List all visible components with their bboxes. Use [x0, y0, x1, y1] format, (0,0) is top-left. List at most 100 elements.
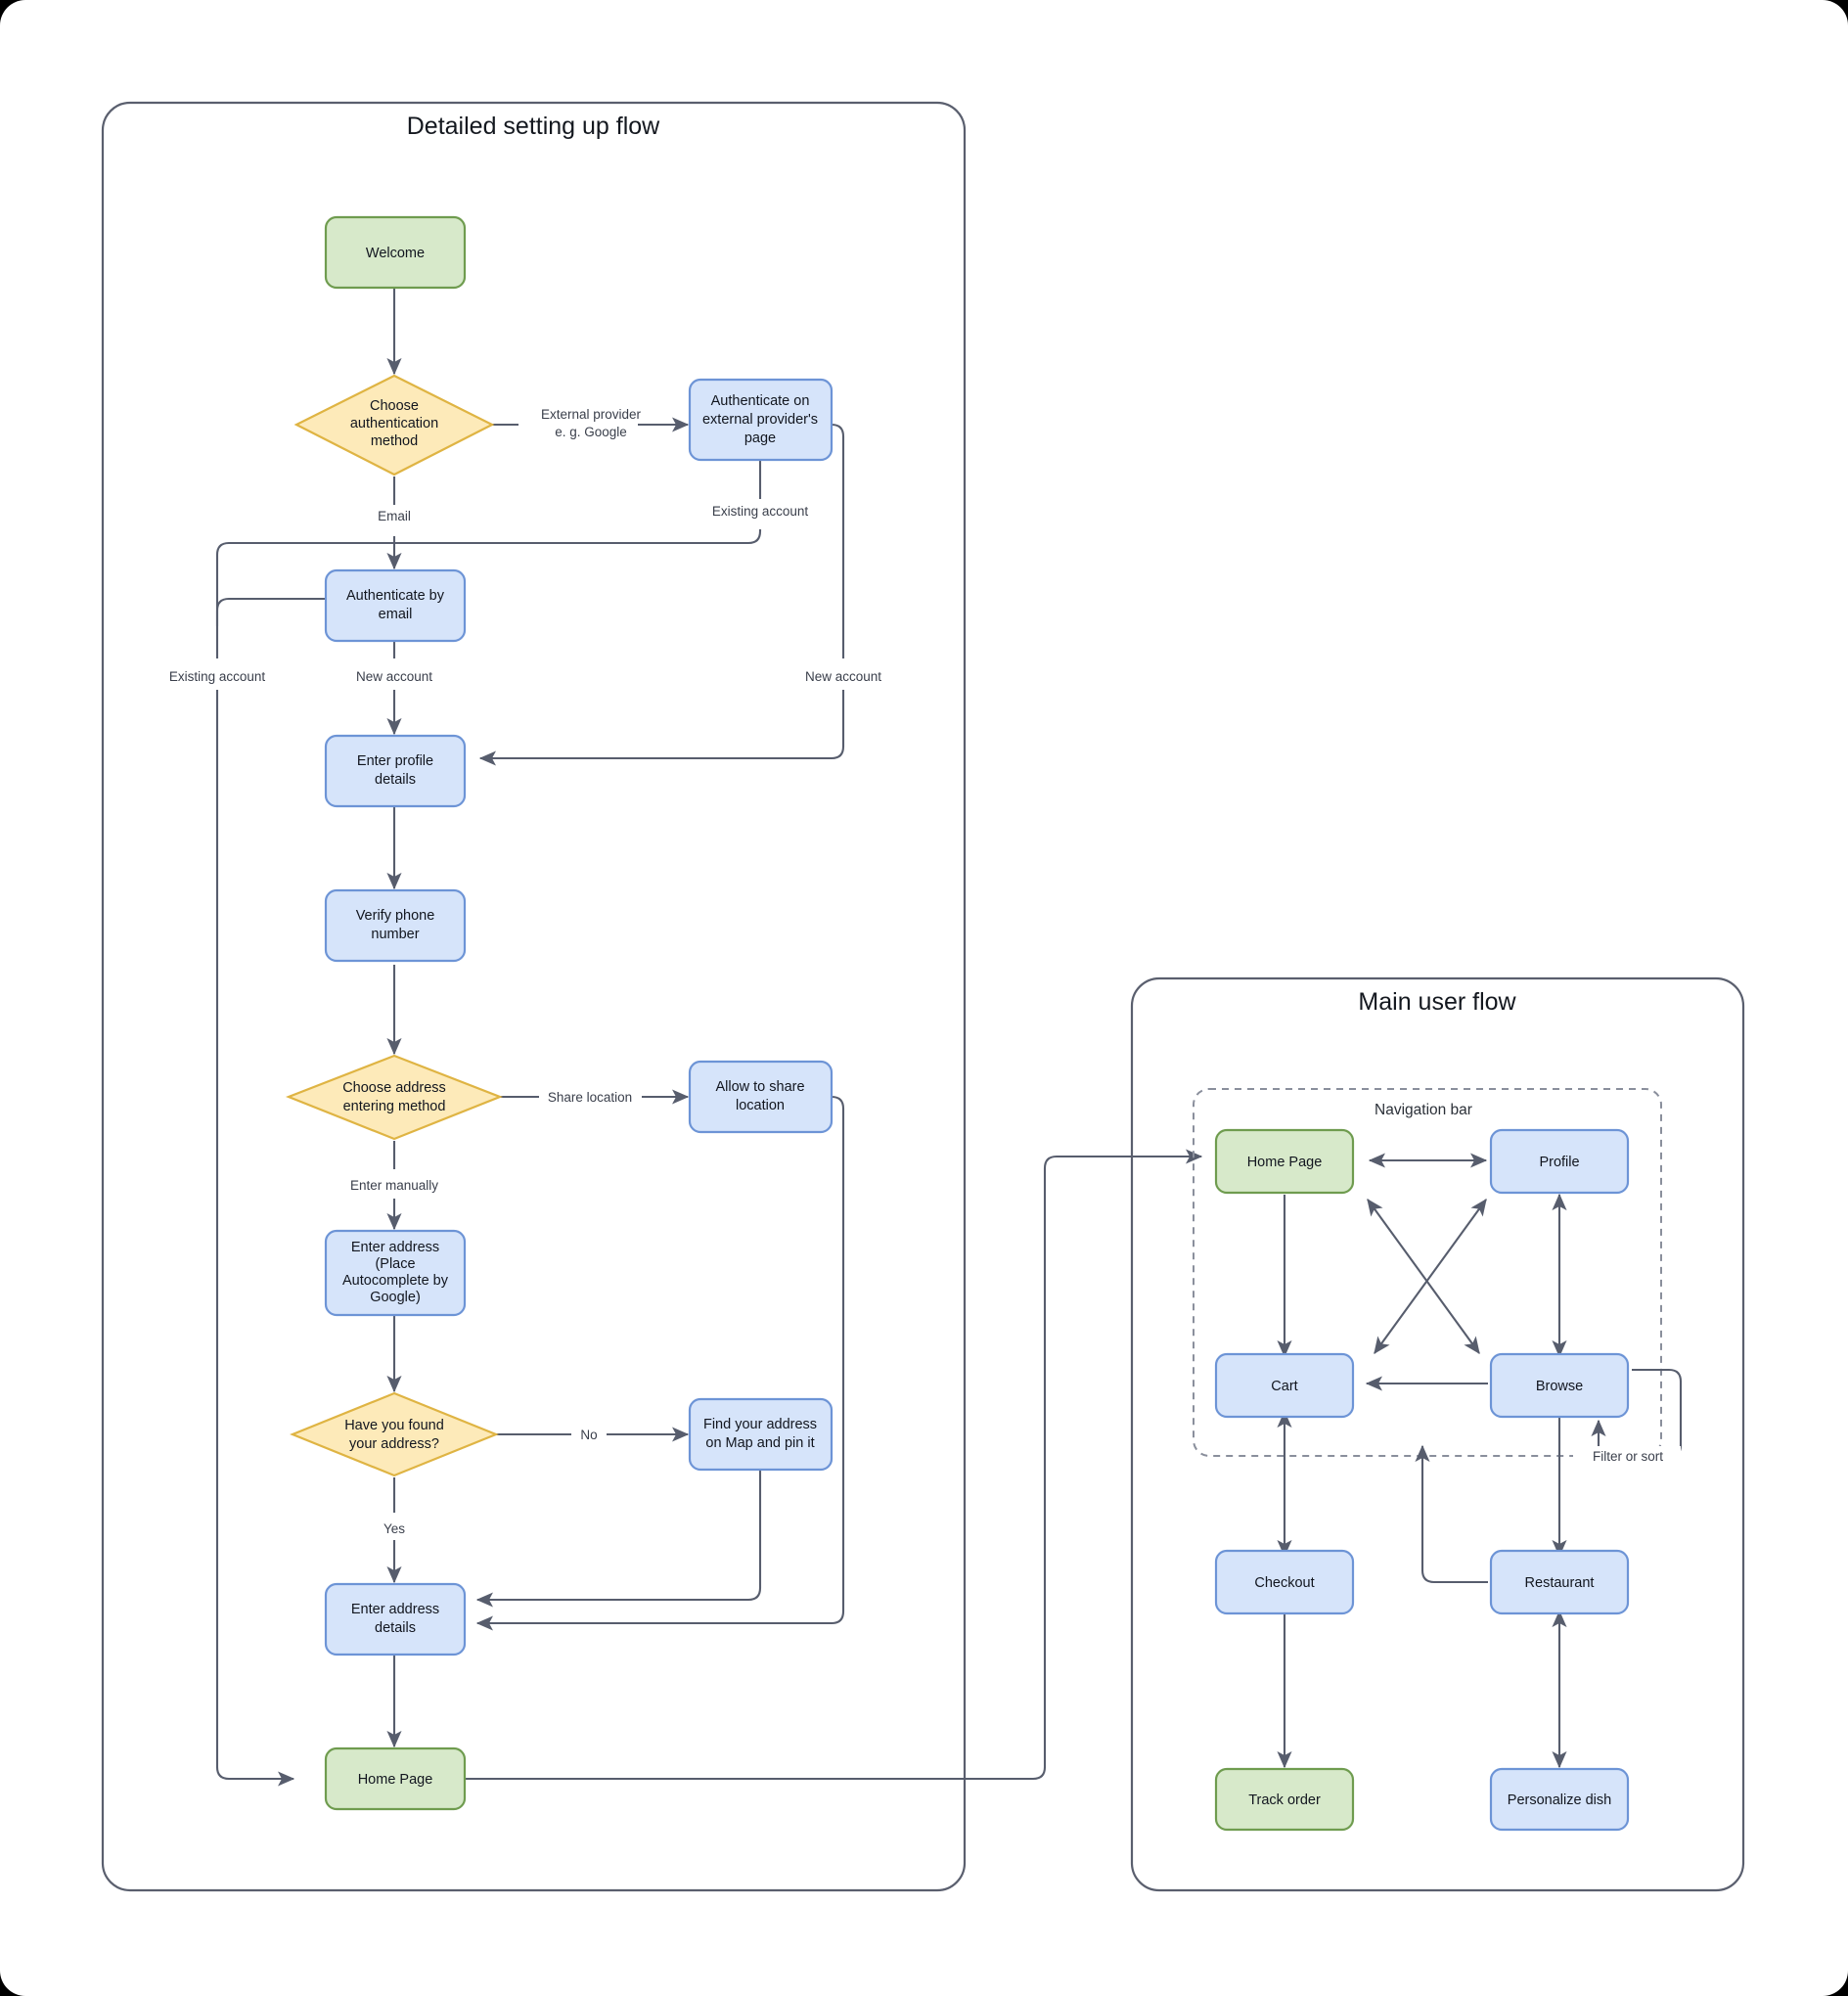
node-main-home-page-shape	[1214, 1128, 1355, 1195]
node-track-order[interactable]: Track order	[1214, 1767, 1355, 1832]
svg-text:External provider: External provider	[541, 407, 642, 422]
node-authenticate-by-email[interactable]: Authenticate by email	[324, 568, 467, 643]
node-browse[interactable]: Browse	[1489, 1352, 1630, 1419]
node-have-you-found-your-address[interactable]: Have you found your address?	[290, 1391, 499, 1477]
node-enter-addr-line1: Enter address	[351, 1240, 439, 1255]
group-navigation-bar-title: Navigation bar	[1375, 1102, 1472, 1118]
node-enter-address-autocomplete[interactable]: Enter address (Place Autocomplete by Goo…	[324, 1229, 467, 1317]
edge-setup-home-to-main-home	[466, 1149, 1203, 1781]
edge-label-external-provider: External provider e. g. Google	[541, 407, 642, 439]
node-verify-phone-shape	[324, 888, 467, 963]
node-authenticate-external-shape	[688, 378, 834, 462]
panel-main-user-flow-title: Main user flow	[1358, 988, 1516, 1016]
node-welcome-label: Welcome	[366, 246, 425, 261]
node-welcome-shape	[324, 215, 467, 290]
edge-label-new-account-external: New account	[805, 669, 881, 684]
node-profile[interactable]: Profile	[1489, 1128, 1630, 1195]
edge-auth-external-new-account	[480, 423, 845, 758]
node-choose-address-shape	[285, 1054, 504, 1141]
node-enter-profile-details[interactable]: Enter profile details	[324, 734, 467, 808]
node-auth-ext-line2: external provider's	[702, 412, 818, 428]
node-personalize-dish-label: Personalize dish	[1508, 1792, 1611, 1808]
node-personalize-dish[interactable]: Personalize dish	[1489, 1767, 1630, 1832]
node-enter-addr-line2: (Place	[375, 1256, 415, 1272]
node-share-loc-line1: Allow to share	[715, 1079, 804, 1095]
edge-restaurant-cart	[1415, 1444, 1488, 1584]
node-address-details-shape	[324, 1582, 467, 1656]
node-checkout-shape	[1214, 1549, 1355, 1615]
edge-share-location-to-address-details	[475, 1095, 845, 1631]
edge-auth-external-existing-account	[215, 459, 762, 1779]
node-verify-phone-number[interactable]: Verify phone number	[324, 888, 467, 963]
node-choose-auth-line1: Choose	[370, 398, 419, 414]
node-choose-authentication-method[interactable]: Choose authentication method	[293, 374, 495, 476]
svg-text:Filter or sort: Filter or sort	[1593, 1449, 1663, 1464]
edge-label-new-account-email: New account	[356, 669, 432, 684]
node-profile-line2: details	[375, 772, 416, 788]
panel-setup-flow-title: Detailed setting up flow	[407, 113, 660, 140]
node-find-map-line2: on Map and pin it	[705, 1435, 814, 1451]
node-browse-label: Browse	[1536, 1379, 1583, 1394]
edge-label-email: Email	[378, 509, 411, 523]
node-found-address-shape	[290, 1391, 499, 1477]
node-found-addr-line1: Have you found	[344, 1418, 444, 1433]
node-cart[interactable]: Cart	[1214, 1352, 1355, 1419]
node-choose-addr-line1: Choose address	[342, 1080, 446, 1096]
node-main-home-page-label: Home Page	[1247, 1155, 1323, 1170]
group-navigation-bar	[1193, 1088, 1662, 1457]
node-share-loc-line2: location	[736, 1098, 785, 1113]
node-addr-details-line1: Enter address	[351, 1602, 439, 1617]
node-auth-ext-line3: page	[744, 431, 776, 446]
node-auth-email-line1: Authenticate by	[346, 588, 445, 604]
node-browse-shape	[1489, 1352, 1630, 1419]
node-auth-email-line2: email	[379, 607, 413, 622]
edge-profile-cart	[1374, 1198, 1487, 1355]
node-choose-addr-line2: entering method	[343, 1099, 446, 1114]
node-enter-address-shape	[324, 1229, 467, 1317]
edge-find-map-to-address-details	[475, 1470, 762, 1608]
node-found-addr-line2: your address?	[349, 1436, 439, 1452]
node-choose-authentication-method-shape	[293, 374, 495, 476]
node-profile-shape	[1489, 1128, 1630, 1195]
node-cart-shape	[1214, 1352, 1355, 1419]
node-choose-auth-line2: authentication	[350, 416, 438, 431]
node-profile-label: Profile	[1539, 1155, 1579, 1170]
node-verify-line1: Verify phone	[356, 908, 435, 924]
edge-label-existing-account-email: Existing account	[169, 669, 266, 684]
node-setup-home-page-shape	[324, 1746, 467, 1811]
node-allow-share-location-shape	[688, 1060, 834, 1134]
node-enter-profile-details-shape	[324, 734, 467, 808]
node-setup-home-page-label: Home Page	[358, 1772, 433, 1788]
node-cart-label: Cart	[1271, 1379, 1297, 1394]
panel-setup-flow	[101, 101, 967, 1892]
edge-label-yes: Yes	[383, 1521, 405, 1536]
node-addr-details-line2: details	[375, 1620, 416, 1636]
node-track-order-shape	[1214, 1767, 1355, 1832]
node-setup-home-page[interactable]: Home Page	[324, 1746, 467, 1811]
node-restaurant[interactable]: Restaurant	[1489, 1549, 1630, 1615]
node-authenticate-by-email-shape	[324, 568, 467, 643]
node-welcome[interactable]: Welcome	[324, 215, 467, 290]
node-choose-address-entering-method[interactable]: Choose address entering method	[285, 1054, 504, 1141]
node-restaurant-label: Restaurant	[1525, 1575, 1595, 1591]
node-main-home-page[interactable]: Home Page	[1214, 1128, 1355, 1195]
node-auth-ext-line1: Authenticate on	[711, 393, 810, 409]
node-allow-share-location[interactable]: Allow to share location	[688, 1060, 834, 1134]
node-choose-auth-line3: method	[371, 433, 418, 449]
node-find-map-line1: Find your address	[703, 1417, 817, 1432]
edge-home-page-browse	[1367, 1198, 1480, 1355]
node-find-address-on-map[interactable]: Find your address on Map and pin it	[688, 1397, 834, 1472]
panel-main-user-flow	[1130, 976, 1745, 1892]
node-enter-address-details[interactable]: Enter address details	[324, 1582, 467, 1656]
edge-label-no: No	[580, 1428, 597, 1442]
edge-label-enter-manually: Enter manually	[350, 1178, 438, 1193]
node-restaurant-shape	[1489, 1549, 1630, 1615]
node-verify-line2: number	[371, 927, 419, 942]
node-authenticate-external-provider[interactable]: Authenticate on external provider's page	[688, 378, 834, 462]
node-enter-addr-line4: Google)	[370, 1290, 421, 1305]
node-enter-addr-line3: Autocomplete by	[342, 1273, 449, 1289]
node-checkout[interactable]: Checkout	[1214, 1549, 1355, 1615]
edge-label-filter-or-sort: Filter or sort	[1573, 1446, 1681, 1466]
